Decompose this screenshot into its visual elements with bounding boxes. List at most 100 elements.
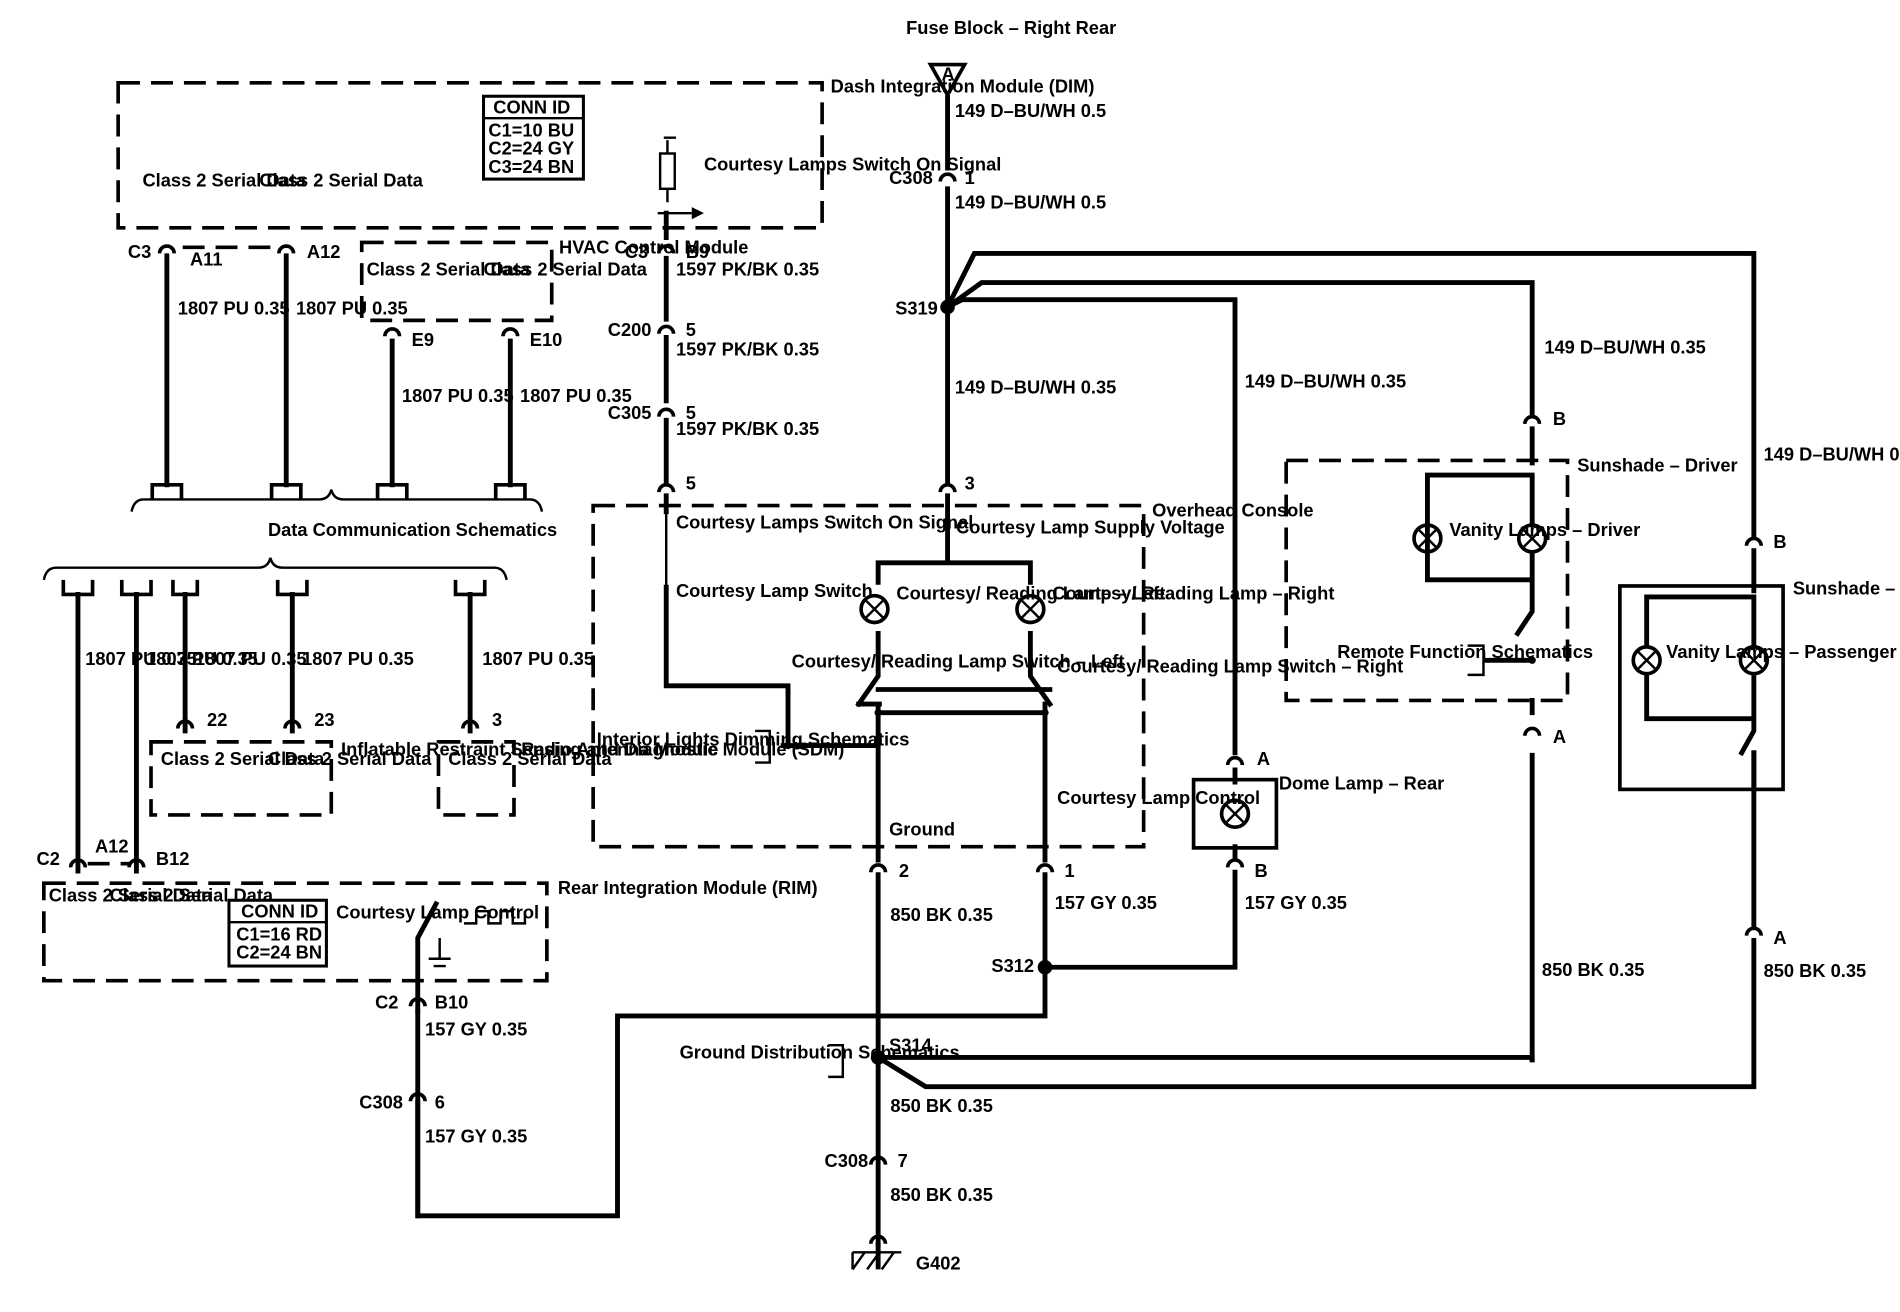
dimming-ref-bracket xyxy=(755,729,771,764)
wire-850-3: 850 BK 0.35 xyxy=(890,1184,993,1205)
sdm-module-outline xyxy=(149,740,334,817)
radio-module-outline xyxy=(436,740,516,817)
wire-850-2: 850 BK 0.35 xyxy=(890,1095,993,1116)
conn-c200-5: 5 xyxy=(686,319,696,340)
sunshade-driver-label: Sunshade – Driver xyxy=(1577,454,1737,475)
overhead-supply-bus xyxy=(875,493,1033,585)
courtesy-switch-on-label: Courtesy Lamps Switch On Signal xyxy=(704,154,1001,175)
wire-149-1: 149 D–BU/WH 0.5 xyxy=(955,100,1106,121)
wire-pu-6: 1807 PU 0.35 xyxy=(146,648,258,669)
data-comm-brace-lower xyxy=(42,557,508,581)
conn-driver-b: B xyxy=(1553,408,1566,429)
rim-conn-title: CONN ID xyxy=(241,900,318,921)
dimming-links xyxy=(780,710,1048,748)
conn-c3-b9: C3 xyxy=(625,241,648,262)
conn-23: 23 xyxy=(314,709,334,730)
wire-pkbk-3: 1597 PK/BK 0.35 xyxy=(676,418,819,439)
wire-pu-7: 1807 PU 0.35 xyxy=(195,648,307,669)
wire-157-rim2: 157 GY 0.35 xyxy=(425,1126,527,1147)
fuse-letter: A xyxy=(941,63,954,84)
courtesy-switch-wire xyxy=(663,493,791,695)
dim-conn-line-3: C3=24 BN xyxy=(488,156,574,177)
conn-c308-7: 7 xyxy=(898,1150,908,1171)
reading-right-label: Courtesy/ Reading Lamp – Right xyxy=(1052,582,1334,603)
sunshade-passenger-wiring xyxy=(1644,594,1757,792)
wire-149-2: 149 D–BU/WH 0.5 xyxy=(955,191,1106,212)
conn-c305: C305 xyxy=(608,402,652,423)
hvac-class2-e9: Class 2 Serial Data xyxy=(367,258,531,279)
hvac-module-outline xyxy=(359,240,554,323)
data-comm-brace-upper xyxy=(130,489,544,512)
ground-g402: G402 xyxy=(916,1252,961,1273)
conn-pass-b: B xyxy=(1773,531,1786,552)
switch-left-label: Courtesy/ Reading Lamp Switch – Left xyxy=(792,651,1125,672)
remote-function-label: Remote Function Schematics xyxy=(1337,641,1593,662)
conn-dome-a: A xyxy=(1257,748,1270,769)
dome-lamp-wire xyxy=(1042,767,1238,970)
switch-right-label: Courtesy/ Reading Lamp Switch – Right xyxy=(1057,655,1403,676)
junction-dimming xyxy=(784,741,792,750)
wire-pu-2: 1807 PU 0.35 xyxy=(296,297,408,318)
courtesy-lamp-switch-label: Courtesy Lamp Switch xyxy=(676,580,873,601)
wire-pu-9: 1807 PU 0.35 xyxy=(482,648,594,669)
conn-driver-a: A xyxy=(1553,726,1566,747)
conn-c308-bottom: C308 xyxy=(825,1150,869,1171)
overhead-internal-wiring xyxy=(785,631,1054,863)
conn-a12-rim: A12 xyxy=(95,836,129,857)
conn-b12: B12 xyxy=(156,848,190,869)
splice-s314-label: S314 xyxy=(889,1034,932,1055)
wire-pu-3: 1807 PU 0.35 xyxy=(402,385,514,406)
overhead-console-outline xyxy=(591,503,1146,849)
dim-module-outline xyxy=(116,81,824,230)
conn-c308-rim: C308 xyxy=(359,1092,403,1113)
fuse-terminal-icon xyxy=(927,62,968,99)
wire-149-driver: 149 D–BU/WH 0.35 xyxy=(1544,336,1705,357)
conn-oc-1: 1 xyxy=(1064,860,1074,881)
ground-label: Ground xyxy=(889,819,955,840)
interior-dimming-label: Interior Lights Dimming Schematics xyxy=(597,729,910,750)
wire-pu-1: 1807 PU 0.35 xyxy=(178,297,290,318)
conn-oc-3: 3 xyxy=(965,473,975,494)
conn-e10: E10 xyxy=(530,329,562,350)
pulse-waveform xyxy=(464,909,527,925)
rim-class2-2: Class 2 Serial Data xyxy=(110,884,274,905)
conn-b9: B9 xyxy=(686,241,709,262)
rim-label: Rear Integration Module (RIM) xyxy=(558,877,818,898)
vanity-driver-label: Vanity Lamps – Driver xyxy=(1449,519,1640,540)
conn-e9: E9 xyxy=(412,329,434,350)
data-wires-upper xyxy=(164,253,513,488)
splice-s319-label: S319 xyxy=(895,297,938,318)
sunshade-driver-outline xyxy=(1284,458,1570,703)
sunshade-passenger-label: Sunshade – Passenger xyxy=(1793,577,1900,598)
conn-oc-2: 2 xyxy=(899,860,909,881)
rim-conn-line-2: C2=24 BN xyxy=(236,942,322,963)
junction-remote xyxy=(1528,656,1536,664)
vanity-passenger-label: Vanity Lamps – Passenger xyxy=(1666,641,1896,662)
courtesy-supply-label: Courtesy Lamp Supply Voltage xyxy=(956,517,1225,538)
splice-s312-label: S312 xyxy=(991,955,1034,976)
conn-c308-top: C308 xyxy=(889,167,933,188)
hvac-class2-e10: Class 2 Serial Data xyxy=(484,258,648,279)
vanity-lamp-passenger-1-icon xyxy=(1631,645,1662,676)
overhead-label: Overhead Console xyxy=(1152,500,1313,521)
conn-c3-dim: C3 xyxy=(128,241,151,262)
conn-dome-b: B xyxy=(1254,860,1267,881)
splice-s319 xyxy=(940,299,955,315)
wire-pu-8: 1807 PU 0.35 xyxy=(302,648,414,669)
wire-850-driver: 850 BK 0.35 xyxy=(1542,959,1645,980)
s314-ground-branches xyxy=(874,938,1757,1090)
fuse-block-label: Fuse Block – Right Rear xyxy=(906,17,1116,38)
conn-c2-b10: C2 xyxy=(375,992,398,1013)
wire-pu-4: 1807 PU 0.35 xyxy=(520,385,632,406)
remote-ref-bracket xyxy=(1467,644,1485,677)
reading-left-label: Courtesy/ Reading Lamp – Left xyxy=(896,582,1165,603)
wire-149-dome: 149 D–BU/WH 0.35 xyxy=(1245,370,1406,391)
dim-label: Dash Integration Module (DIM) xyxy=(831,76,1095,97)
sunshade-feeds xyxy=(1529,426,1757,1063)
sdm-class2-2: Class 2 Serial Data xyxy=(268,748,432,769)
wire-pkbk-1: 1597 PK/BK 0.35 xyxy=(676,258,819,279)
wire-pu-5: 1807 PU 0.35 xyxy=(85,648,197,669)
upper-bus-pins xyxy=(150,483,527,500)
rim-class2-1: Class 2 Serial Data xyxy=(49,884,213,905)
